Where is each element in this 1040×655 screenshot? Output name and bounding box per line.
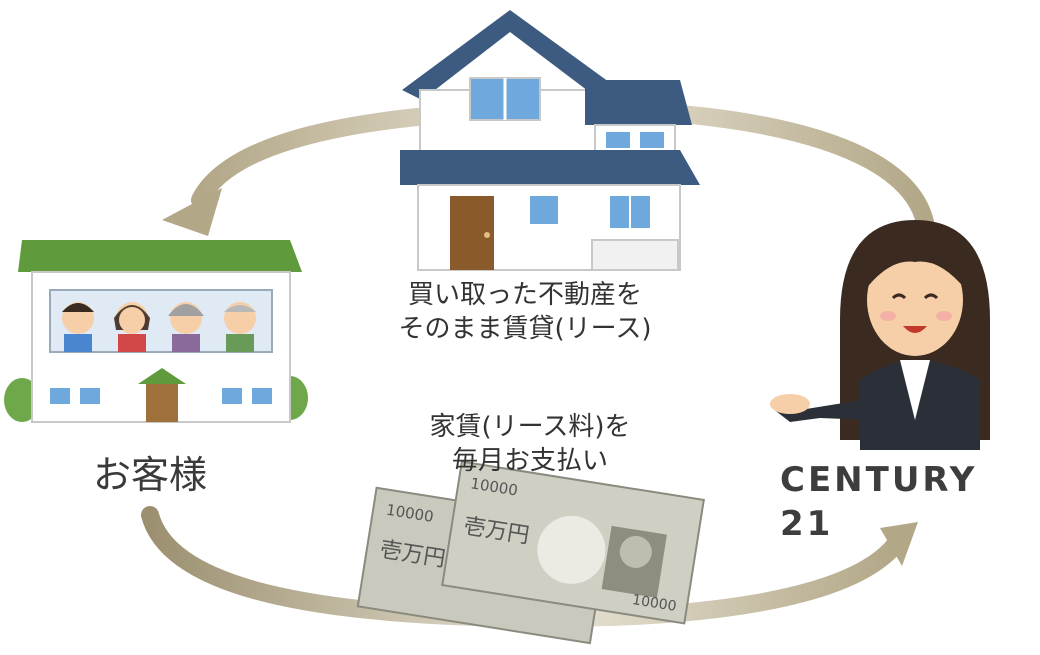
banknote-icon: 10000 壱万円 10000 壱万円 10000 bbox=[356, 460, 705, 645]
house-icon bbox=[400, 10, 700, 271]
caption-rent-line2: 毎月お支払い bbox=[451, 446, 608, 476]
customer-label: お客様 bbox=[92, 453, 207, 497]
svg-text:10000: 10000 bbox=[631, 592, 678, 615]
brand-logo: CENTURY 21 bbox=[780, 460, 978, 544]
caption-house-line1: 買い取った不動産を bbox=[407, 280, 642, 310]
caption-rent-line1: 家賃(リース料)を bbox=[429, 412, 631, 442]
caption-house-lease: 買い取った不動産を そのまま賃貸(リース) bbox=[360, 278, 690, 346]
family-house-icon bbox=[4, 240, 308, 423]
agent-woman-icon bbox=[770, 220, 990, 450]
caption-house-line2: そのまま賃貸(リース) bbox=[398, 314, 652, 344]
caption-rent-payment: 家賃(リース料)を 毎月お支払い bbox=[380, 410, 680, 478]
